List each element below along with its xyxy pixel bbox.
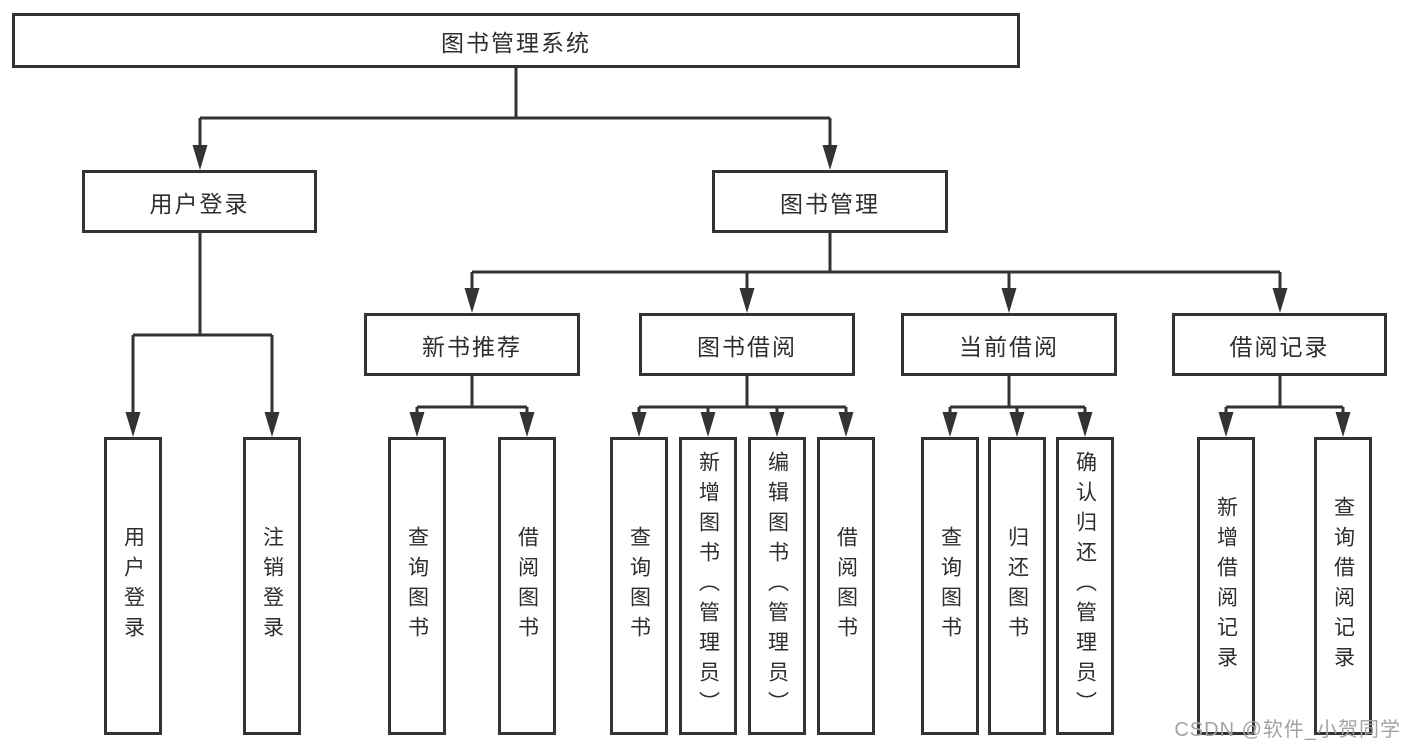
node-new-book-recommend-label: 新书推荐: [422, 333, 522, 360]
node-book-borrowing: 图书借阅: [639, 313, 855, 376]
node-user-login-label: 用户登录: [149, 190, 250, 217]
node-leaf-edit-book-admin: 编辑图书（管理员）: [748, 437, 806, 735]
node-leaf-borrow-books-2-label: 借阅图书: [834, 526, 858, 646]
node-borrowing-records-label: 借阅记录: [1229, 333, 1330, 360]
node-leaf-edit-book-admin-label: 编辑图书（管理员）: [765, 451, 789, 721]
node-leaf-user-login-label: 用户登录: [121, 526, 145, 646]
node-leaf-logout-label: 注销登录: [260, 526, 284, 646]
node-leaf-add-book-admin: 新增图书（管理员）: [679, 437, 737, 735]
node-leaf-query-books-3-label: 查询图书: [938, 526, 962, 646]
node-leaf-query-books-1-label: 查询图书: [405, 526, 429, 646]
node-leaf-query-borrow-record-label: 查询借阅记录: [1331, 496, 1355, 676]
node-leaf-borrow-books-1-label: 借阅图书: [515, 526, 539, 646]
node-current-borrowing-label: 当前借阅: [959, 333, 1059, 360]
node-leaf-return-books-label: 归还图书: [1005, 526, 1029, 646]
node-current-borrowing: 当前借阅: [901, 313, 1117, 376]
node-leaf-add-borrow-record: 新增借阅记录: [1197, 437, 1255, 735]
node-leaf-add-borrow-record-label: 新增借阅记录: [1214, 496, 1238, 676]
node-leaf-query-books-2-label: 查询图书: [627, 526, 651, 646]
node-leaf-add-book-admin-label: 新增图书（管理员）: [696, 451, 720, 721]
node-leaf-query-books-2: 查询图书: [610, 437, 668, 735]
node-root: 图书管理系统: [12, 13, 1020, 68]
node-leaf-user-login: 用户登录: [104, 437, 162, 735]
node-leaf-query-borrow-record: 查询借阅记录: [1314, 437, 1372, 735]
node-leaf-query-books-1: 查询图书: [388, 437, 446, 735]
node-leaf-return-books: 归还图书: [988, 437, 1046, 735]
node-book-management-label: 图书管理: [780, 190, 880, 217]
node-borrowing-records: 借阅记录: [1172, 313, 1387, 376]
node-root-label: 图书管理系统: [441, 29, 591, 56]
node-user-login: 用户登录: [82, 170, 317, 233]
node-leaf-query-books-3: 查询图书: [921, 437, 979, 735]
node-leaf-borrow-books-1: 借阅图书: [498, 437, 556, 735]
node-leaf-logout: 注销登录: [243, 437, 301, 735]
node-leaf-confirm-return-admin: 确认归还（管理员）: [1056, 437, 1114, 735]
node-new-book-recommend: 新书推荐: [364, 313, 580, 376]
node-book-borrowing-label: 图书借阅: [697, 333, 797, 360]
node-book-management: 图书管理: [712, 170, 948, 233]
node-leaf-confirm-return-admin-label: 确认归还（管理员）: [1073, 451, 1097, 721]
csdn-watermark: CSDN @软件_小贺同学: [1174, 719, 1401, 741]
node-leaf-borrow-books-2: 借阅图书: [817, 437, 875, 735]
